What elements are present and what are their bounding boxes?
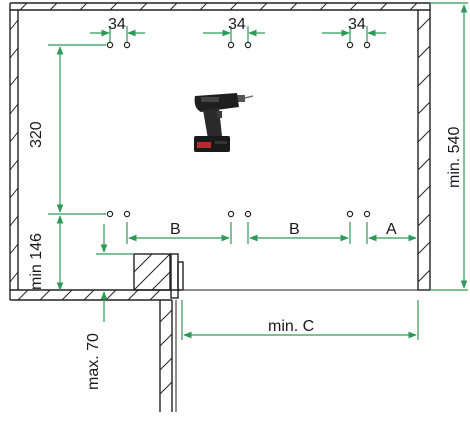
dim-c-label: min. C [268, 318, 314, 335]
dim-b-right-label: B [289, 221, 300, 238]
hole [227, 41, 235, 49]
dim-540: min. 540 [430, 2, 468, 291]
dimension-lines: 34 34 34 320 min 146 [28, 2, 468, 390]
mounting-holes-top [106, 41, 371, 49]
front-panel-post [159, 300, 177, 412]
hole [106, 210, 114, 218]
bottom-shelf [10, 289, 418, 301]
hole [363, 41, 371, 49]
dim-34-left-label: 34 [108, 16, 126, 33]
dim-320: 320 [28, 44, 106, 215]
dim-34-right: 34 [322, 16, 386, 42]
cabinet-walls [9, 2, 431, 412]
top-wall [10, 2, 430, 11]
left-wall [9, 3, 19, 300]
hole [106, 41, 114, 49]
hole [363, 210, 371, 218]
dim-540-label: min. 540 [446, 127, 463, 188]
dim-b-right: B [247, 221, 351, 244]
dim-c: min. C [181, 300, 419, 340]
dim-34-left: 34 [90, 16, 145, 42]
dim-34-middle: 34 [203, 16, 265, 42]
dim-146: min 146 [28, 215, 64, 291]
dim-34-middle-label: 34 [228, 16, 246, 33]
hole [123, 210, 131, 218]
dim-a: A [366, 221, 417, 244]
dim-70: max. 70 [85, 224, 134, 390]
mounting-block [100, 253, 184, 299]
dim-b-left-label: B [170, 221, 181, 238]
dim-b-left: B [126, 221, 232, 244]
hole [244, 41, 252, 49]
dim-a-label: A [386, 221, 397, 238]
hole [244, 210, 252, 218]
mounting-holes-bottom [106, 210, 371, 218]
hole [227, 210, 235, 218]
hole [346, 210, 354, 218]
dim-34-right-label: 34 [348, 16, 366, 33]
hole [346, 41, 354, 49]
dim-70-label: max. 70 [85, 333, 102, 390]
cordless-drill-icon [194, 93, 254, 152]
dim-146-label: min 146 [28, 233, 45, 290]
right-wall [417, 3, 431, 291]
dim-320-label: 320 [28, 121, 45, 148]
hole [123, 41, 131, 49]
